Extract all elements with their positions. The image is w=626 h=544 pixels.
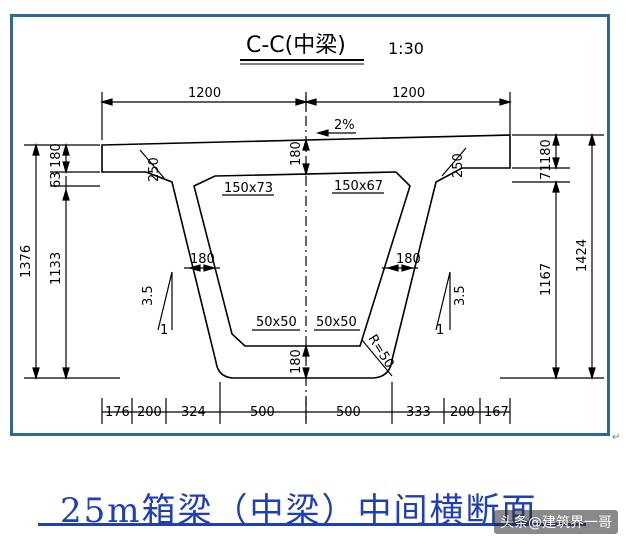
bottom-dim-5: 500: [336, 405, 361, 420]
dim-haunch-right: 250: [451, 153, 466, 178]
radius-label: R=50: [365, 332, 397, 371]
paragraph-mark: ↵: [612, 432, 621, 443]
chamfer-bottom-right: 50x50: [316, 315, 357, 330]
slope-right-rise: 3.5: [453, 285, 468, 306]
bottom-dim-3: 324: [181, 405, 206, 420]
bottom-dim-7: 200: [450, 405, 475, 420]
dim-top-slab: 180: [289, 141, 304, 166]
bottom-dim-8: 167: [484, 405, 509, 420]
bottom-dim-4: 500: [250, 405, 275, 420]
dim-right-web-height: 1167: [539, 263, 554, 296]
chamfer-top-right: 150x67: [334, 179, 383, 194]
box-girder-outline: [101, 134, 511, 379]
dim-half-right: 1200: [392, 86, 425, 101]
bottom-dim-2: 200: [137, 405, 162, 420]
dim-web-left: 180: [190, 252, 215, 267]
inner-cell-outline: [193, 171, 411, 347]
dim-haunch-left: 250: [147, 157, 162, 182]
dim-left-flange: 180: [49, 143, 64, 168]
dim-right-flange: 180: [539, 139, 554, 164]
slope-right-run: 1: [436, 323, 444, 338]
chamfer-top-left: 150x73: [224, 181, 273, 196]
dim-half-left: 1200: [188, 86, 221, 101]
dim-left-total: 1376: [19, 245, 34, 278]
dim-right-gap: 71: [539, 163, 554, 180]
slope-left-rise: 3.5: [141, 285, 156, 306]
caption-underline: [38, 523, 586, 526]
watermark: 头条@建筑界一哥: [494, 510, 618, 534]
drawing-scale: 1:30: [388, 39, 424, 58]
slope-label: 2%: [334, 118, 355, 133]
chamfer-bottom-left: 50x50: [256, 315, 297, 330]
dim-bottom-slab: 180: [289, 349, 304, 374]
dim-right-total: 1424: [575, 239, 590, 272]
dim-left-gap: 63: [49, 171, 64, 188]
drawing-title: C-C(中梁): [246, 33, 346, 58]
bottom-dim-1: 176: [105, 405, 130, 420]
slope-left-run: 1: [160, 323, 168, 338]
bottom-dim-6: 333: [406, 405, 431, 420]
drawing-frame: [10, 14, 610, 436]
dim-web-right: 180: [396, 252, 421, 267]
dim-left-web-height: 1133: [49, 252, 64, 285]
